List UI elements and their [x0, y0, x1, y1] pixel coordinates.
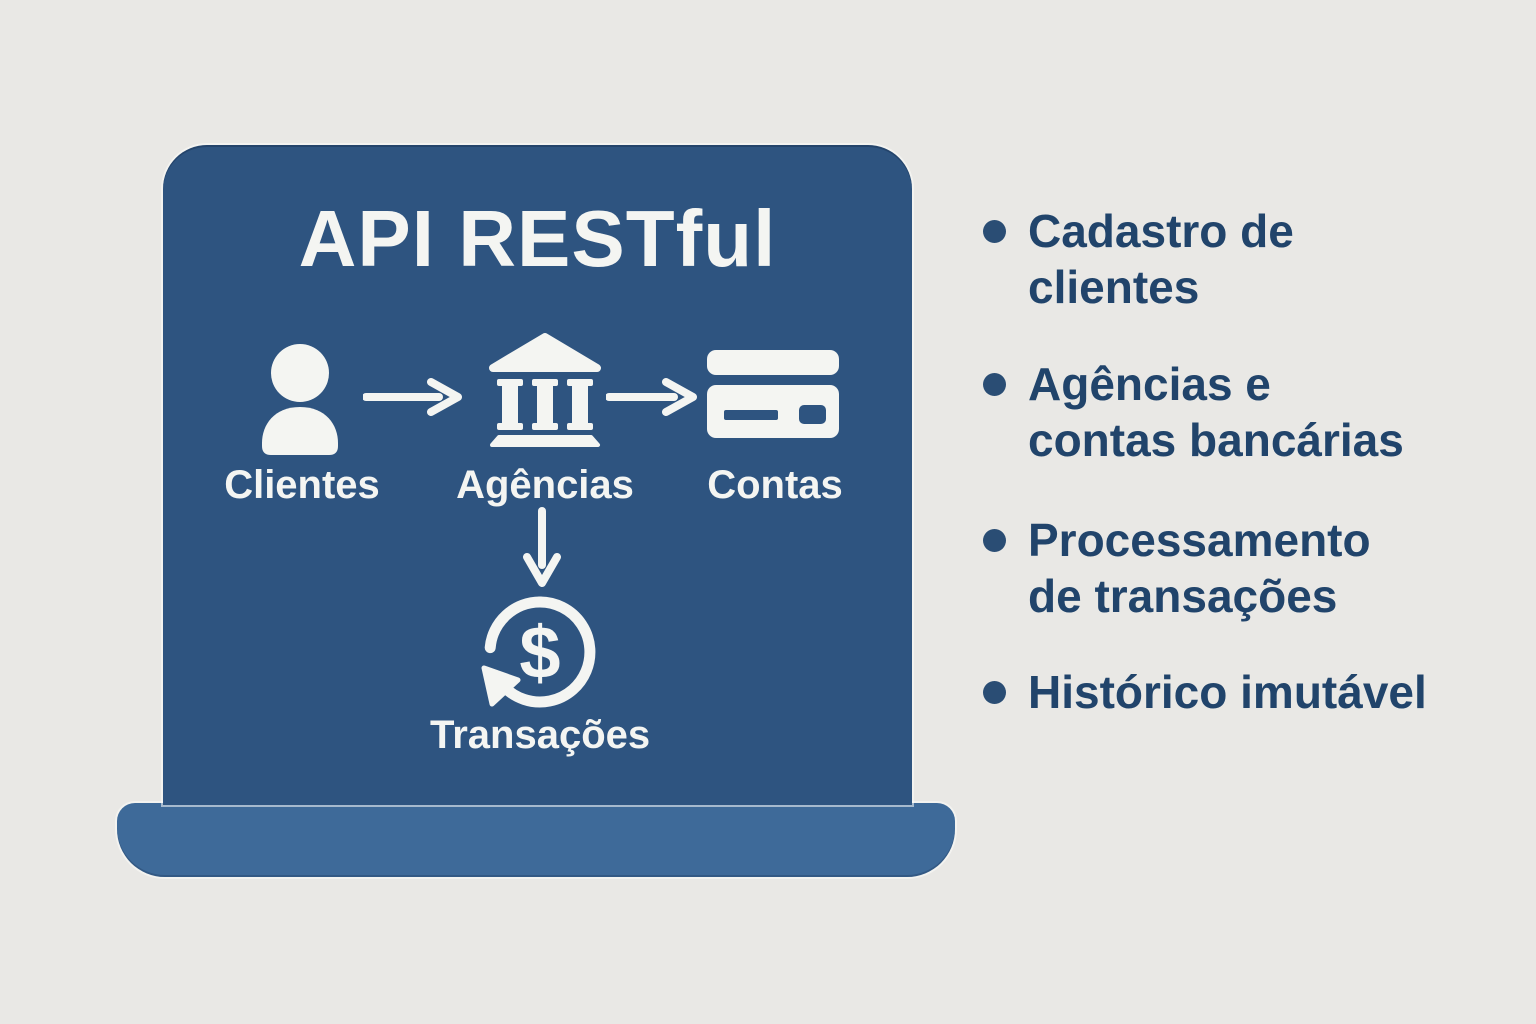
person-icon — [252, 343, 348, 455]
bullet-text: Cadastro de clientes — [1028, 205, 1294, 313]
dollar-sign-glyph: $ — [519, 611, 560, 694]
list-item: Processamento de transações — [983, 512, 1371, 624]
bullet-text: Processamento de transações — [1028, 514, 1371, 622]
credit-card-icon — [707, 350, 839, 438]
arrow-down-icon — [522, 507, 562, 589]
list-item: Cadastro de clientes — [983, 203, 1294, 315]
bullet-dot-icon — [983, 681, 1006, 704]
list-item: Agências e contas bancárias — [983, 356, 1404, 468]
node-label-contas: Contas — [707, 463, 843, 507]
bullet-dot-icon — [983, 220, 1006, 243]
bullet-dot-icon — [983, 373, 1006, 396]
cycle-dollar-icon: $ — [480, 592, 600, 712]
list-item: Histórico imutável — [983, 664, 1427, 720]
bank-icon — [483, 331, 607, 449]
node-label-transacoes: Transações — [430, 713, 651, 757]
laptop-base — [117, 803, 955, 877]
bullet-dot-icon — [983, 529, 1006, 552]
laptop-screen: API RESTful Clientes — [163, 145, 912, 805]
page-title: API RESTful — [298, 194, 777, 283]
bullet-text: Histórico imutável — [1028, 666, 1427, 718]
bullet-text: Agências e contas bancárias — [1028, 358, 1404, 466]
arrow-right-icon — [363, 377, 463, 417]
arrow-right-icon — [606, 377, 698, 417]
node-label-clientes: Clientes — [224, 463, 380, 507]
node-label-agencias: Agências — [456, 463, 634, 507]
